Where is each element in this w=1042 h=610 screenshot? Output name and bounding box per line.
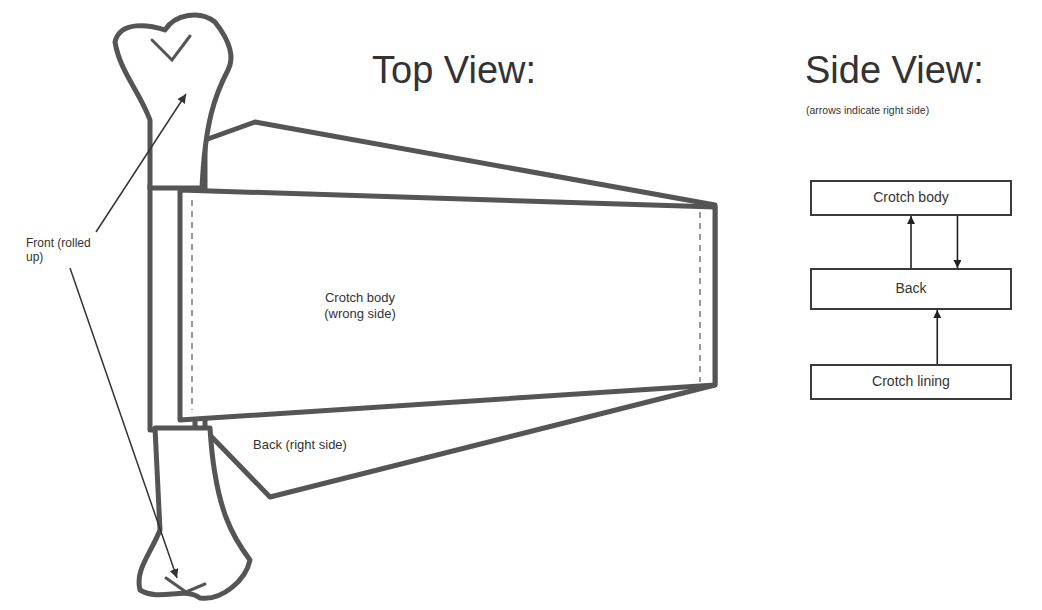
right-side-arrow [957, 216, 959, 268]
front-rolled-bottom [139, 428, 250, 598]
layer-box: Back [810, 268, 1012, 310]
view-heading: Top View: [372, 48, 536, 94]
part-label: Front (rolled up) [26, 236, 110, 265]
node-text: Crotch body (wrong side) [310, 290, 410, 323]
leader-line [96, 94, 186, 232]
view-heading: Side View: [805, 48, 984, 94]
sheet-outline [180, 190, 715, 420]
front-rolled-top [115, 15, 231, 188]
node-text: Crotch body [873, 189, 948, 207]
seam-line [191, 200, 193, 410]
leader-line [70, 268, 177, 578]
right-side-arrow [936, 310, 938, 364]
fold-line [166, 578, 205, 592]
right-side-arrow [910, 216, 912, 268]
fabric-piece: Crotch body (wrong side) [180, 190, 715, 420]
fold-line [152, 36, 190, 60]
note: (arrows indicate right side) [806, 104, 929, 117]
seam-line [699, 212, 701, 382]
node-text: Crotch lining [872, 373, 950, 391]
part-label: Back (right side) [250, 437, 350, 453]
layer-box: Crotch lining [810, 364, 1012, 400]
layer-box: Crotch body [810, 180, 1012, 216]
node-text: Back [895, 280, 926, 298]
crotch-body-outline [180, 190, 715, 420]
